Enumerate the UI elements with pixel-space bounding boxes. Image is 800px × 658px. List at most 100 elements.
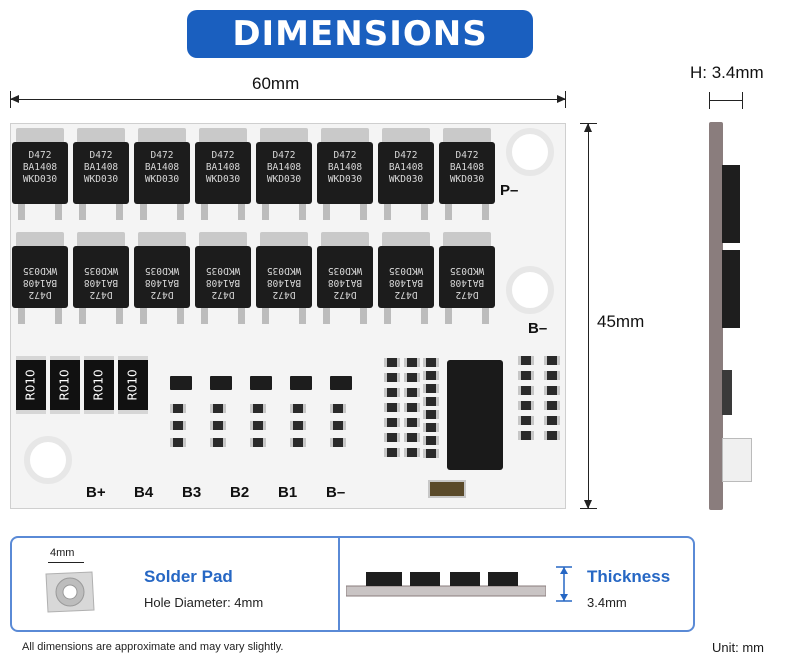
info-divider <box>338 538 340 630</box>
mosfet-label: BA1408 <box>449 162 485 173</box>
smd-component <box>518 356 534 365</box>
smd-component <box>423 449 439 458</box>
height-dimension-label: 45mm <box>597 312 645 331</box>
smd-grid-mid <box>384 358 420 457</box>
smd-component <box>404 388 420 397</box>
smd-component <box>423 384 439 393</box>
solder-pad-title: Solder Pad <box>144 567 233 586</box>
mosfet-label: BA1408 <box>449 277 485 288</box>
smd-component <box>404 373 420 382</box>
resistor: R010 <box>50 356 80 414</box>
mosfet-label: D472 <box>272 150 296 161</box>
mosfet-label: D472 <box>89 289 113 300</box>
label-b3: B3 <box>182 484 202 501</box>
smd-component <box>423 397 439 406</box>
resistor: R010 <box>16 356 46 414</box>
smd-component <box>423 358 439 367</box>
thickness-arrow-icon <box>556 566 572 602</box>
smd-component <box>330 404 346 413</box>
balance-transistor-row <box>170 376 352 390</box>
mosfet-label: WKD035 <box>144 265 180 276</box>
balance-transistor <box>250 376 272 390</box>
info-box <box>10 536 695 632</box>
mosfet-label: D472 <box>28 289 52 300</box>
width-dimension-line <box>10 99 566 100</box>
smd-component <box>330 421 346 430</box>
smd-component <box>210 421 226 430</box>
ic-pins-left <box>423 358 439 458</box>
label-b4: B4 <box>134 484 154 501</box>
smd-component <box>384 448 400 457</box>
mosfet-label: D472 <box>333 150 357 161</box>
smd-component <box>544 371 560 380</box>
smd-component <box>404 433 420 442</box>
mosfet-label: D472 <box>28 150 52 161</box>
thickness-title: Thickness <box>587 567 671 586</box>
smd-component <box>404 358 420 367</box>
title-banner: DIMENSIONS <box>187 10 533 58</box>
mosfet-label: D472 <box>211 150 235 161</box>
smd-component <box>518 401 534 410</box>
smd-component <box>423 410 439 419</box>
mosfet-label: BA1408 <box>388 162 424 173</box>
mosfet-label: BA1408 <box>205 162 241 173</box>
mosfet-label: WKD035 <box>327 265 363 276</box>
side-view-component <box>722 165 740 243</box>
smd-component <box>250 404 266 413</box>
p-minus-pad <box>506 128 554 176</box>
bottom-labels: B+ B4 B3 B2 B1 B– <box>86 484 374 501</box>
label-b-minus: B– <box>326 484 346 501</box>
mosfet-label: WKD030 <box>266 174 302 185</box>
height-tick-top <box>580 123 597 124</box>
label-b1: B1 <box>278 484 298 501</box>
resistor: R010 <box>118 356 148 414</box>
balance-transistor <box>170 376 192 390</box>
mosfet-label: BA1408 <box>388 277 424 288</box>
footer-note: All dimensions are approximate and may v… <box>22 641 284 653</box>
smd-component <box>518 371 534 380</box>
width-tick-right <box>565 91 566 108</box>
height-tick-bottom <box>580 508 597 509</box>
resistor-label: R010 <box>58 369 72 401</box>
height-dimension-line <box>588 123 589 509</box>
smd-component <box>404 448 420 457</box>
smd-component <box>290 438 306 447</box>
side-view-pcb <box>709 122 723 510</box>
mosfet-label: WKD030 <box>327 174 363 185</box>
side-view-component <box>722 370 732 415</box>
smd-component <box>404 403 420 412</box>
b-minus-side-pad <box>506 266 554 314</box>
smd-component <box>544 386 560 395</box>
smd-component <box>210 438 226 447</box>
mosfet-label: D472 <box>272 289 296 300</box>
smd-component <box>170 438 186 447</box>
smd-component <box>518 416 534 425</box>
mosfet-label: D472 <box>394 289 418 300</box>
smd-component <box>384 418 400 427</box>
mosfet-label: BA1408 <box>327 277 363 288</box>
resistor: R010 <box>84 356 114 414</box>
balance-transistor <box>210 376 232 390</box>
smd-grid-right <box>518 356 564 440</box>
unit-label: Unit: mm <box>712 640 764 655</box>
smd-component <box>170 404 186 413</box>
smd-component <box>423 371 439 380</box>
thickness-value: 3.4mm <box>587 595 627 610</box>
mosfet-label: WKD030 <box>205 174 241 185</box>
resistor-label: R010 <box>126 369 140 401</box>
resistor-label: R010 <box>92 369 106 401</box>
mosfet-label: D472 <box>89 150 113 161</box>
mosfet-label: D472 <box>394 150 418 161</box>
mosfet-label: D472 <box>455 289 479 300</box>
mosfet-label: WKD035 <box>205 265 241 276</box>
mosfet-label: BA1408 <box>83 277 119 288</box>
smd-component <box>384 403 400 412</box>
